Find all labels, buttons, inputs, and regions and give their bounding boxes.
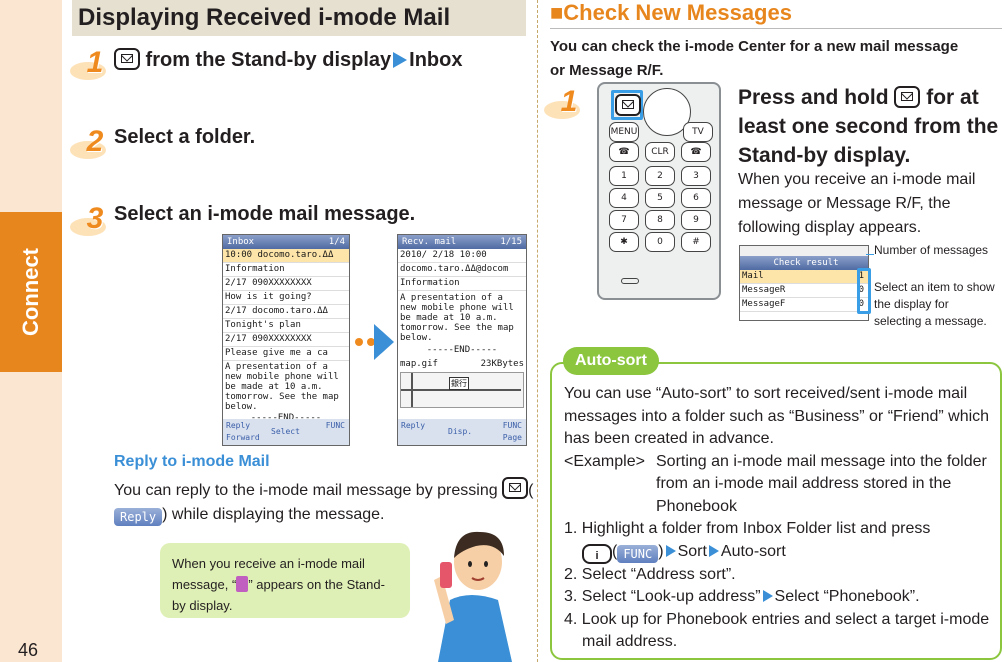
arrow-right-icon — [393, 52, 408, 68]
func-softkey: FUNC — [617, 544, 659, 563]
key-3-icon: 3 — [681, 166, 711, 186]
section-title: Displaying Received i-mode Mail — [72, 0, 526, 36]
person-illustration — [434, 531, 512, 662]
inbox-softkeys: Reply Forward Select FUNC — [223, 419, 349, 445]
mail-key-icon — [894, 86, 921, 108]
key-5-icon: 5 — [645, 188, 675, 208]
count-highlight — [857, 268, 871, 314]
inbox-row: 10:00 docomo.taro.ΔΔ — [223, 249, 349, 263]
reply-heading: Reply to i-mode Mail — [114, 453, 270, 470]
key-1-icon: 1 — [609, 166, 639, 186]
inbox-row: How is it going? — [223, 291, 349, 305]
arrow-right-icon — [762, 590, 773, 602]
mail-key-icon — [114, 48, 140, 70]
i-mode-key-icon: i — [582, 543, 612, 564]
message-body: A presentation of a new mobile phone wil… — [400, 293, 514, 343]
autosort-step-2: 2. Select “Address sort”. — [564, 565, 736, 583]
inbox-row: Please give me a ca — [223, 347, 349, 361]
key-star-icon: ✱ — [609, 232, 639, 252]
message-row: docomo.taro.ΔΔ@docom — [398, 263, 526, 277]
call-key-icon: ☎ — [609, 142, 639, 162]
new-mail-icon — [236, 576, 249, 592]
check-heading: ■Check New Messages — [550, 0, 792, 25]
autosort-tag: Auto-sort — [563, 347, 659, 375]
key-6-icon: 6 — [681, 188, 711, 208]
step-2-text: Select a folder. — [114, 126, 256, 148]
inbox-row: Information — [223, 263, 349, 277]
check-result-header: Check result — [740, 256, 868, 270]
transition-dot — [355, 338, 363, 346]
annotation-select: Select an item to show the display for s… — [874, 280, 995, 328]
status-bar — [740, 246, 868, 256]
key-4-icon: 4 — [609, 188, 639, 208]
inbox-row: 2/17 090XXXXXXXX — [223, 333, 349, 347]
check-step-description: When you receive an i-mode mail message … — [738, 171, 976, 236]
reply-softkey: Reply — [114, 508, 163, 526]
map-label: 銀行 — [449, 377, 469, 390]
check-intro: You can check the i-mode Center for a ne… — [550, 38, 959, 79]
inbox-preview: A presentation of a new mobile phone wil… — [225, 362, 339, 412]
arrow-right-icon — [708, 544, 719, 557]
mail-key-icon — [502, 477, 529, 499]
clear-key-icon: CLR — [645, 142, 675, 162]
camera-key-icon: TV — [683, 122, 713, 142]
inbox-row: 2/17 docomo.taro.ΔΔ — [223, 305, 349, 319]
map-image: 銀行 — [400, 372, 524, 408]
key-7-icon: 7 — [609, 210, 639, 230]
inbox-screen: Inbox 1/4 10:00 docomo.taro.ΔΔ Informati… — [222, 234, 350, 446]
key-hash-icon: # — [681, 232, 711, 252]
message-body-end: -----END----- — [426, 345, 498, 355]
page-number: 46 — [18, 640, 39, 660]
autosort-example: <Example> Sorting an i-mode mail message… — [564, 452, 987, 515]
transition-arrow-icon — [374, 324, 394, 360]
step-number-1: 1 — [70, 46, 112, 80]
step-3-text: Select an i-mode mail message. — [114, 203, 416, 225]
key-9-icon: 9 — [681, 210, 711, 230]
arrow-right-icon — [665, 544, 676, 557]
keypad-illustration: MENU TV CLR ☎ ☎ 1 2 3 4 5 6 7 8 9 ✱ 0 # — [597, 82, 721, 300]
autosort-step-1: 1. Highlight a folder from Inbox Folder … — [564, 520, 931, 564]
end-key-icon: ☎ — [681, 142, 711, 162]
step-number-2: 2 — [70, 125, 112, 159]
inbox-row: Tonight's plan — [223, 319, 349, 333]
inbox-screen-header: Inbox 1/4 — [223, 235, 349, 249]
step-number-3: 3 — [70, 202, 112, 236]
check-step-number: 1 — [544, 85, 586, 119]
mail-key-highlight — [611, 90, 643, 120]
reply-text: You can reply to the i-mode mail message… — [114, 477, 534, 527]
autosort-intro: You can use “Auto-sort” to sort received… — [564, 385, 990, 447]
message-softkeys: Reply Disp. FUNC Page — [398, 419, 526, 445]
speaker-icon — [621, 278, 639, 284]
mail-key-icon — [615, 94, 641, 116]
chapter-tab — [0, 212, 62, 372]
note-bubble: When you receive an i-mode mail message,… — [160, 543, 410, 618]
check-step-text: Press and hold for at least one second f… — [738, 86, 999, 167]
message-screen-header: Recv. mail 1/15 — [398, 235, 526, 249]
autosort-step-3: 3. Select “Look-up address”Select “Phone… — [564, 588, 920, 605]
inbox-preview-end: -----END----- — [250, 413, 322, 423]
menu-key-icon: MENU — [609, 122, 639, 142]
heading-rule — [550, 28, 1002, 29]
column-divider — [537, 0, 538, 662]
chapter-tab-label: Connect — [18, 248, 43, 336]
annotation-line — [866, 254, 874, 255]
autosort-box — [550, 362, 1002, 660]
autosort-step-4: 4. Look up for Phonebook entries and sel… — [564, 610, 990, 651]
autosort-content: You can use “Auto-sort” to sort received… — [564, 383, 994, 654]
transition-dot — [367, 338, 375, 346]
message-row: 2010/ 2/18 10:00 — [398, 249, 526, 263]
annotation-count: Number of messages — [874, 243, 989, 257]
message-row: Information — [398, 277, 526, 291]
key-2-icon: 2 — [645, 166, 675, 186]
key-0-icon: 0 — [645, 232, 675, 252]
inbox-row: 2/17 090XXXXXXXX — [223, 277, 349, 291]
key-8-icon: 8 — [645, 210, 675, 230]
message-screen: Recv. mail 1/15 2010/ 2/18 10:00 docomo.… — [397, 234, 527, 446]
